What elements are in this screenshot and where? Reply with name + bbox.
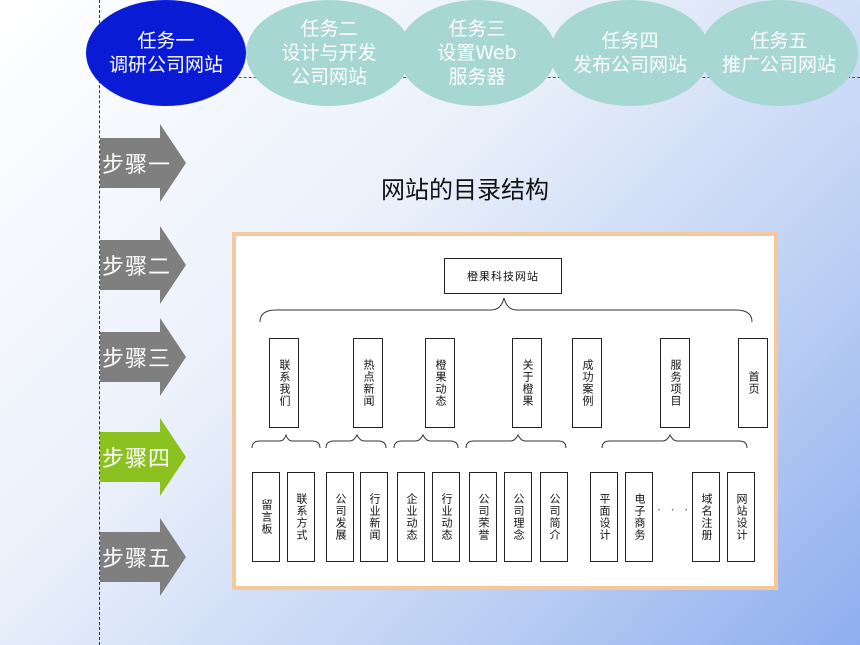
- tab-task-1-label: 任务一 调研公司网站: [108, 30, 223, 76]
- level1-node-label: 热点新闻: [362, 359, 375, 407]
- level1-node: 联系我们: [269, 338, 299, 428]
- vertical-guide-line: [99, 0, 100, 645]
- level2-node: 平面设计: [590, 472, 618, 562]
- level2-node-label: 行业新闻: [368, 493, 381, 541]
- level1-node: 首页: [738, 338, 768, 428]
- step-5-label: 步骤五: [102, 547, 172, 572]
- arrow-right-icon: [100, 124, 186, 202]
- level2-node: 留言板: [252, 472, 280, 562]
- level2-node-label: 公司简介: [548, 493, 561, 541]
- level1-node: 橙果动态: [425, 338, 455, 428]
- ellipsis: · · ·: [657, 503, 692, 517]
- tab-task-2-label: 任务二 设计与开发 公司网站: [281, 18, 377, 88]
- level1-node-label: 关于橙果: [521, 359, 534, 407]
- diagram-connectors: [251, 297, 753, 449]
- level2-node-label: 公司发展: [334, 493, 347, 541]
- arrow-right-icon: [100, 318, 186, 396]
- step-3-label: 步骤三: [102, 347, 172, 372]
- level2-node-label: 行业动态: [440, 493, 453, 541]
- level2-node: 公司简介: [540, 472, 568, 562]
- tab-task-1[interactable]: 任务一 调研公司网站: [86, 0, 246, 106]
- level1-node: 服务项目: [660, 338, 690, 428]
- level2-node: 行业新闻: [360, 472, 388, 562]
- level1-node-label: 橙果动态: [434, 359, 447, 407]
- tab-task-4[interactable]: 任务四 发布公司网站: [550, 0, 710, 106]
- level1-node-label: 首页: [747, 371, 760, 395]
- level2-node-label: 域名注册: [700, 493, 713, 541]
- level1-node-label: 成功案例: [581, 359, 594, 407]
- level2-node: 网站设计: [727, 472, 755, 562]
- step-2-button[interactable]: 步骤二: [100, 226, 188, 304]
- level2-node: 公司荣誉: [469, 472, 497, 562]
- step-5-button[interactable]: 步骤五: [100, 518, 188, 596]
- directory-diagram: 橙果科技网站 联系我们 热点新闻 橙果动态 关于橙果 成功案例 服务项目 首页 …: [232, 232, 778, 590]
- root-node-label: 橙果科技网站: [467, 270, 539, 283]
- level1-node: 关于橙果: [512, 338, 542, 428]
- level2-node-label: 公司理念: [512, 493, 525, 541]
- level2-node: 公司发展: [326, 472, 354, 562]
- level1-node-label: 联系我们: [278, 359, 291, 407]
- tab-task-4-label: 任务四 发布公司网站: [572, 30, 687, 76]
- level2-node-label: 留言板: [260, 499, 273, 535]
- level2-node: 行业动态: [432, 472, 460, 562]
- tab-task-2[interactable]: 任务二 设计与开发 公司网站: [246, 0, 412, 106]
- step-2-label: 步骤二: [102, 255, 172, 280]
- step-1-label: 步骤一: [102, 153, 172, 178]
- level2-node: 电子商务: [625, 472, 653, 562]
- level2-node-label: 企业动态: [405, 493, 418, 541]
- tab-task-3[interactable]: 任务三 设置Web 服务器: [398, 0, 556, 106]
- level2-node-label: 网站设计: [735, 493, 748, 541]
- level2-node: 联系方式: [287, 472, 315, 562]
- step-1-button[interactable]: 步骤一: [100, 124, 188, 202]
- step-4-button[interactable]: 步骤四: [100, 418, 188, 496]
- step-4-label: 步骤四: [102, 447, 172, 472]
- arrow-right-icon: [100, 418, 186, 496]
- level2-node: 公司理念: [504, 472, 532, 562]
- level2-node: 企业动态: [397, 472, 425, 562]
- level1-node: 成功案例: [572, 338, 602, 428]
- step-3-button[interactable]: 步骤三: [100, 318, 188, 396]
- tab-task-5-label: 任务五 推广公司网站: [721, 30, 836, 76]
- page-title: 网站的目录结构: [381, 176, 549, 204]
- level2-node-label: 平面设计: [598, 493, 611, 541]
- arrow-right-icon: [100, 518, 186, 596]
- level1-node-label: 服务项目: [669, 359, 682, 407]
- tab-task-5[interactable]: 任务五 推广公司网站: [700, 0, 858, 106]
- level2-node-label: 公司荣誉: [477, 493, 490, 541]
- root-node: 橙果科技网站: [444, 258, 562, 294]
- level1-node: 热点新闻: [353, 338, 383, 428]
- level2-node: 域名注册: [692, 472, 720, 562]
- tab-task-3-label: 任务三 设置Web 服务器: [437, 18, 517, 88]
- level2-node-label: 电子商务: [633, 493, 646, 541]
- level2-node-label: 联系方式: [295, 493, 308, 541]
- arrow-right-icon: [100, 226, 186, 304]
